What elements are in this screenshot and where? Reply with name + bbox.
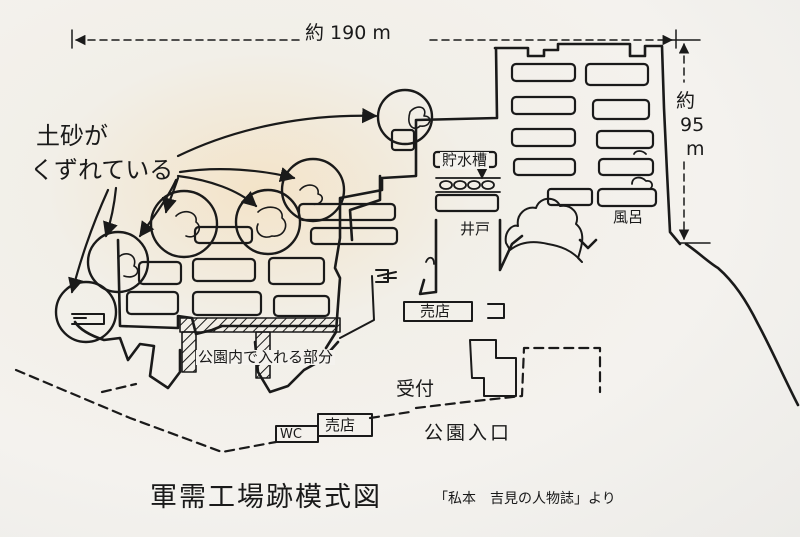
debris-marks [425,150,653,265]
shop-lower-label: 売店 [325,416,356,434]
well-label: 井戸 [460,220,491,238]
shop-upper-wall [487,303,505,319]
water-tank-symbol [435,166,501,193]
source-citation: 「私本 吉見の人物誌」より [434,491,616,507]
diagram-title: 軍需工場跡模式図 [150,482,382,513]
height-dimension [667,39,711,244]
shop-upper-box [403,301,473,322]
hatched-wall [179,317,341,333]
shrub-silhouette [504,197,584,263]
park-boundary [14,346,602,454]
annotation-line-1: 土砂が [36,122,108,150]
height-prefix-label: 約 [676,90,696,112]
height-unit-label: m [686,138,705,160]
wc-box [275,425,319,443]
edge-hut [71,313,105,325]
lower-windows [125,225,331,318]
shop-upper-label: 売店 [420,302,451,320]
stair-marks [339,269,397,339]
width-label: 約 190 m [305,22,391,44]
height-value-label: 95 [680,114,705,136]
reception-building [469,339,517,397]
width-dimension [71,29,677,49]
collapse-circles [54,88,434,344]
well-passage [418,218,524,296]
upper-windows [297,62,658,246]
mountain-slope [684,242,800,407]
collapse-arrows [68,107,378,294]
water-tank-label: 貯水槽 [440,151,490,169]
park-entrance-label: 公園入口 [424,422,513,444]
building-outline [324,42,682,350]
reception-label: 受付 [396,378,435,400]
park-area-label: 公園内で入れる部分 [196,348,336,366]
rubble-scribbles [117,106,431,278]
wc-label: WC [280,427,302,442]
bath-label: 風呂 [613,208,644,226]
annotation-line-2: くずれている [30,156,174,184]
